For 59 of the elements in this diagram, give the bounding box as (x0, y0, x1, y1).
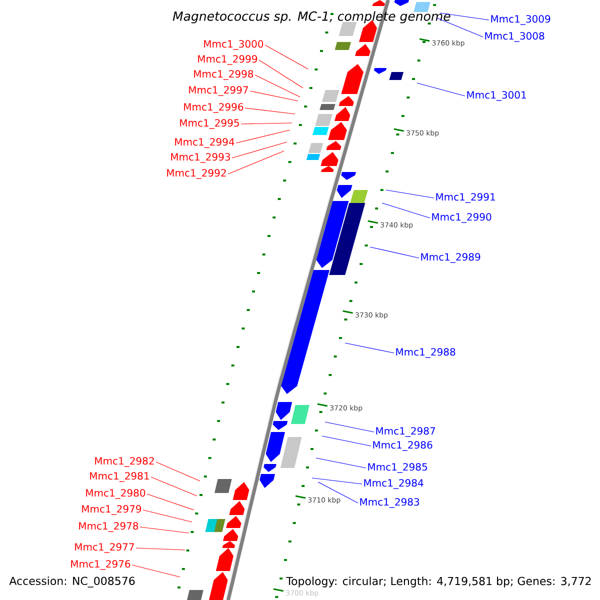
gene-label: Mmc1_2999 (198, 55, 258, 65)
gene-label: Mmc1_2994 (175, 138, 234, 148)
leader-line (156, 462, 200, 482)
gene-label: Mmc1_2987 (376, 427, 436, 437)
gene-label: Mmc1_2997 (189, 86, 248, 96)
leader-line (382, 202, 430, 218)
leader-line (240, 122, 292, 124)
leader-line (132, 564, 180, 578)
leader-line (312, 478, 362, 484)
gene-label: Mmc1_2989 (421, 253, 480, 263)
gene-label: Mmc1_2996 (184, 103, 244, 113)
gene-label: Mmc1_2993 (171, 153, 230, 163)
leader-line (440, 12, 490, 20)
leader-line (324, 422, 374, 432)
leader-line (344, 342, 394, 354)
leader-line (150, 476, 198, 496)
gene-label: Mmc1_2977 (75, 543, 134, 553)
gene-label: Mmc1_2986 (373, 441, 432, 451)
leader-line (316, 458, 366, 468)
gene-label: Mmc1_3000 (204, 40, 264, 50)
gene-label: Mmc1_3001 (467, 91, 526, 101)
leader-line (370, 246, 420, 258)
leader-line (322, 436, 372, 446)
leader-line (254, 74, 300, 98)
leader-line (244, 108, 296, 114)
gene-label: Mmc1_3008 (485, 32, 544, 42)
leader-line (250, 90, 298, 102)
leader-line (140, 526, 190, 534)
leader-line (416, 82, 466, 96)
title: Magnetococcus sp. MC-1, complete genome (172, 11, 450, 24)
gene-label: Mmc1_2979 (82, 505, 142, 515)
gene-label: Mmc1_2992 (167, 169, 226, 179)
leader-line (318, 482, 358, 504)
gene-label: Mmc1_2990 (432, 213, 492, 223)
leader-line (436, 18, 484, 38)
accession-text: Accession: NC_008576 (9, 576, 135, 588)
leader-line (136, 548, 186, 550)
gene-label: Mmc1_2984 (364, 479, 424, 489)
gene-label: Mmc1_2991 (436, 193, 495, 203)
gene-label: Mmc1_2988 (396, 348, 456, 358)
genome-info-text: Topology: circular; Length: 4,719,581 bp; Genes: 3,772 (286, 576, 591, 588)
gene-label: Mmc1_2978 (79, 522, 138, 532)
gene-label: Mmc1_2981 (90, 472, 149, 482)
gene-label: Mmc1_2982 (95, 457, 154, 467)
gene-label: Mmc1_2976 (71, 560, 130, 570)
gene-label: Mmc1_2998 (194, 70, 254, 80)
gene-label: Mmc1_2980 (86, 489, 146, 499)
gene-label: Mmc1_2985 (368, 463, 427, 473)
leader-line (146, 494, 194, 510)
leader-line (228, 150, 284, 174)
leader-line (264, 44, 308, 70)
gene-label: Mmc1_2983 (360, 498, 420, 508)
leader-line (258, 60, 304, 88)
leader-line (236, 130, 290, 144)
gene-label: Mmc1_2995 (180, 119, 239, 129)
leader-line (386, 190, 434, 198)
leader-line (232, 142, 288, 158)
gene-label: Mmc1_3009 (491, 15, 550, 25)
leader-line (142, 510, 192, 522)
